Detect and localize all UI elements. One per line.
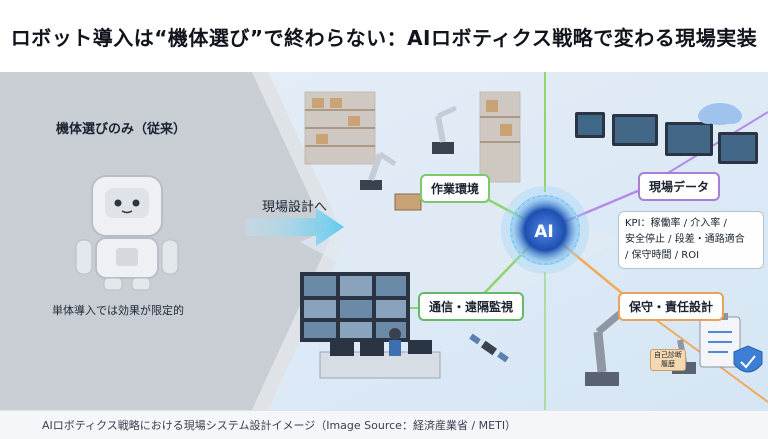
ai-hub bbox=[501, 186, 589, 274]
robot-arm-icon bbox=[360, 105, 458, 190]
cloud-icon bbox=[698, 103, 742, 125]
robot-icon bbox=[75, 175, 179, 291]
kpi-line: 安全停止 / 段差・通路適合 bbox=[625, 234, 745, 245]
ai-hub-label: AI bbox=[534, 222, 554, 242]
node-field-data: 現場データ bbox=[638, 172, 721, 201]
shield-icon bbox=[733, 345, 763, 373]
image-caption-bar: AIロボティクス戦略における現場システム設計イメージ（Image Source：… bbox=[0, 410, 768, 439]
kpi-line: / 保守時間 / ROI bbox=[625, 250, 700, 261]
kpi-line: KPI：稼働率 / 介入率 / bbox=[625, 218, 727, 229]
satellite-icon bbox=[469, 333, 509, 363]
illustration: 機体選びのみ（従来） 単体導入では効果が限定的 現場設計へ AI 作業環境 通信… bbox=[0, 72, 768, 410]
self-diagnosis-stamp: 自己診断 履歴 bbox=[650, 349, 686, 371]
node-maintenance-responsibility: 保守・責任設計 bbox=[618, 292, 725, 321]
node-comm-monitoring: 通信・遠隔監視 bbox=[418, 292, 525, 321]
left-panel-caption: 単体導入では効果が限定的 bbox=[52, 304, 184, 317]
page-title-text: ロボット導入は“機体選び”で終わらない：AIロボティクス戦略で変わる現場実装 bbox=[10, 25, 758, 50]
scene-graphics bbox=[0, 72, 768, 410]
image-caption: AIロボティクス戦略における現場システム設計イメージ（Image Source：… bbox=[42, 419, 517, 432]
node-work-environment: 作業環境 bbox=[420, 174, 491, 203]
shelf-icon bbox=[304, 91, 521, 183]
monitor-icon bbox=[575, 112, 758, 164]
transition-arrow-label: 現場設計へ bbox=[262, 200, 328, 215]
monitor-wall bbox=[300, 272, 441, 379]
page-title: ロボット導入は“機体選び”で終わらない：AIロボティクス戦略で変わる現場実装 bbox=[0, 0, 768, 72]
transition-arrow-shape bbox=[246, 208, 344, 246]
left-panel-heading: 機体選びのみ（従来） bbox=[56, 122, 187, 137]
kpi-callout: KPI：稼働率 / 介入率 / 安全停止 / 段差・通路適合 / 保守時間 / … bbox=[618, 211, 764, 269]
